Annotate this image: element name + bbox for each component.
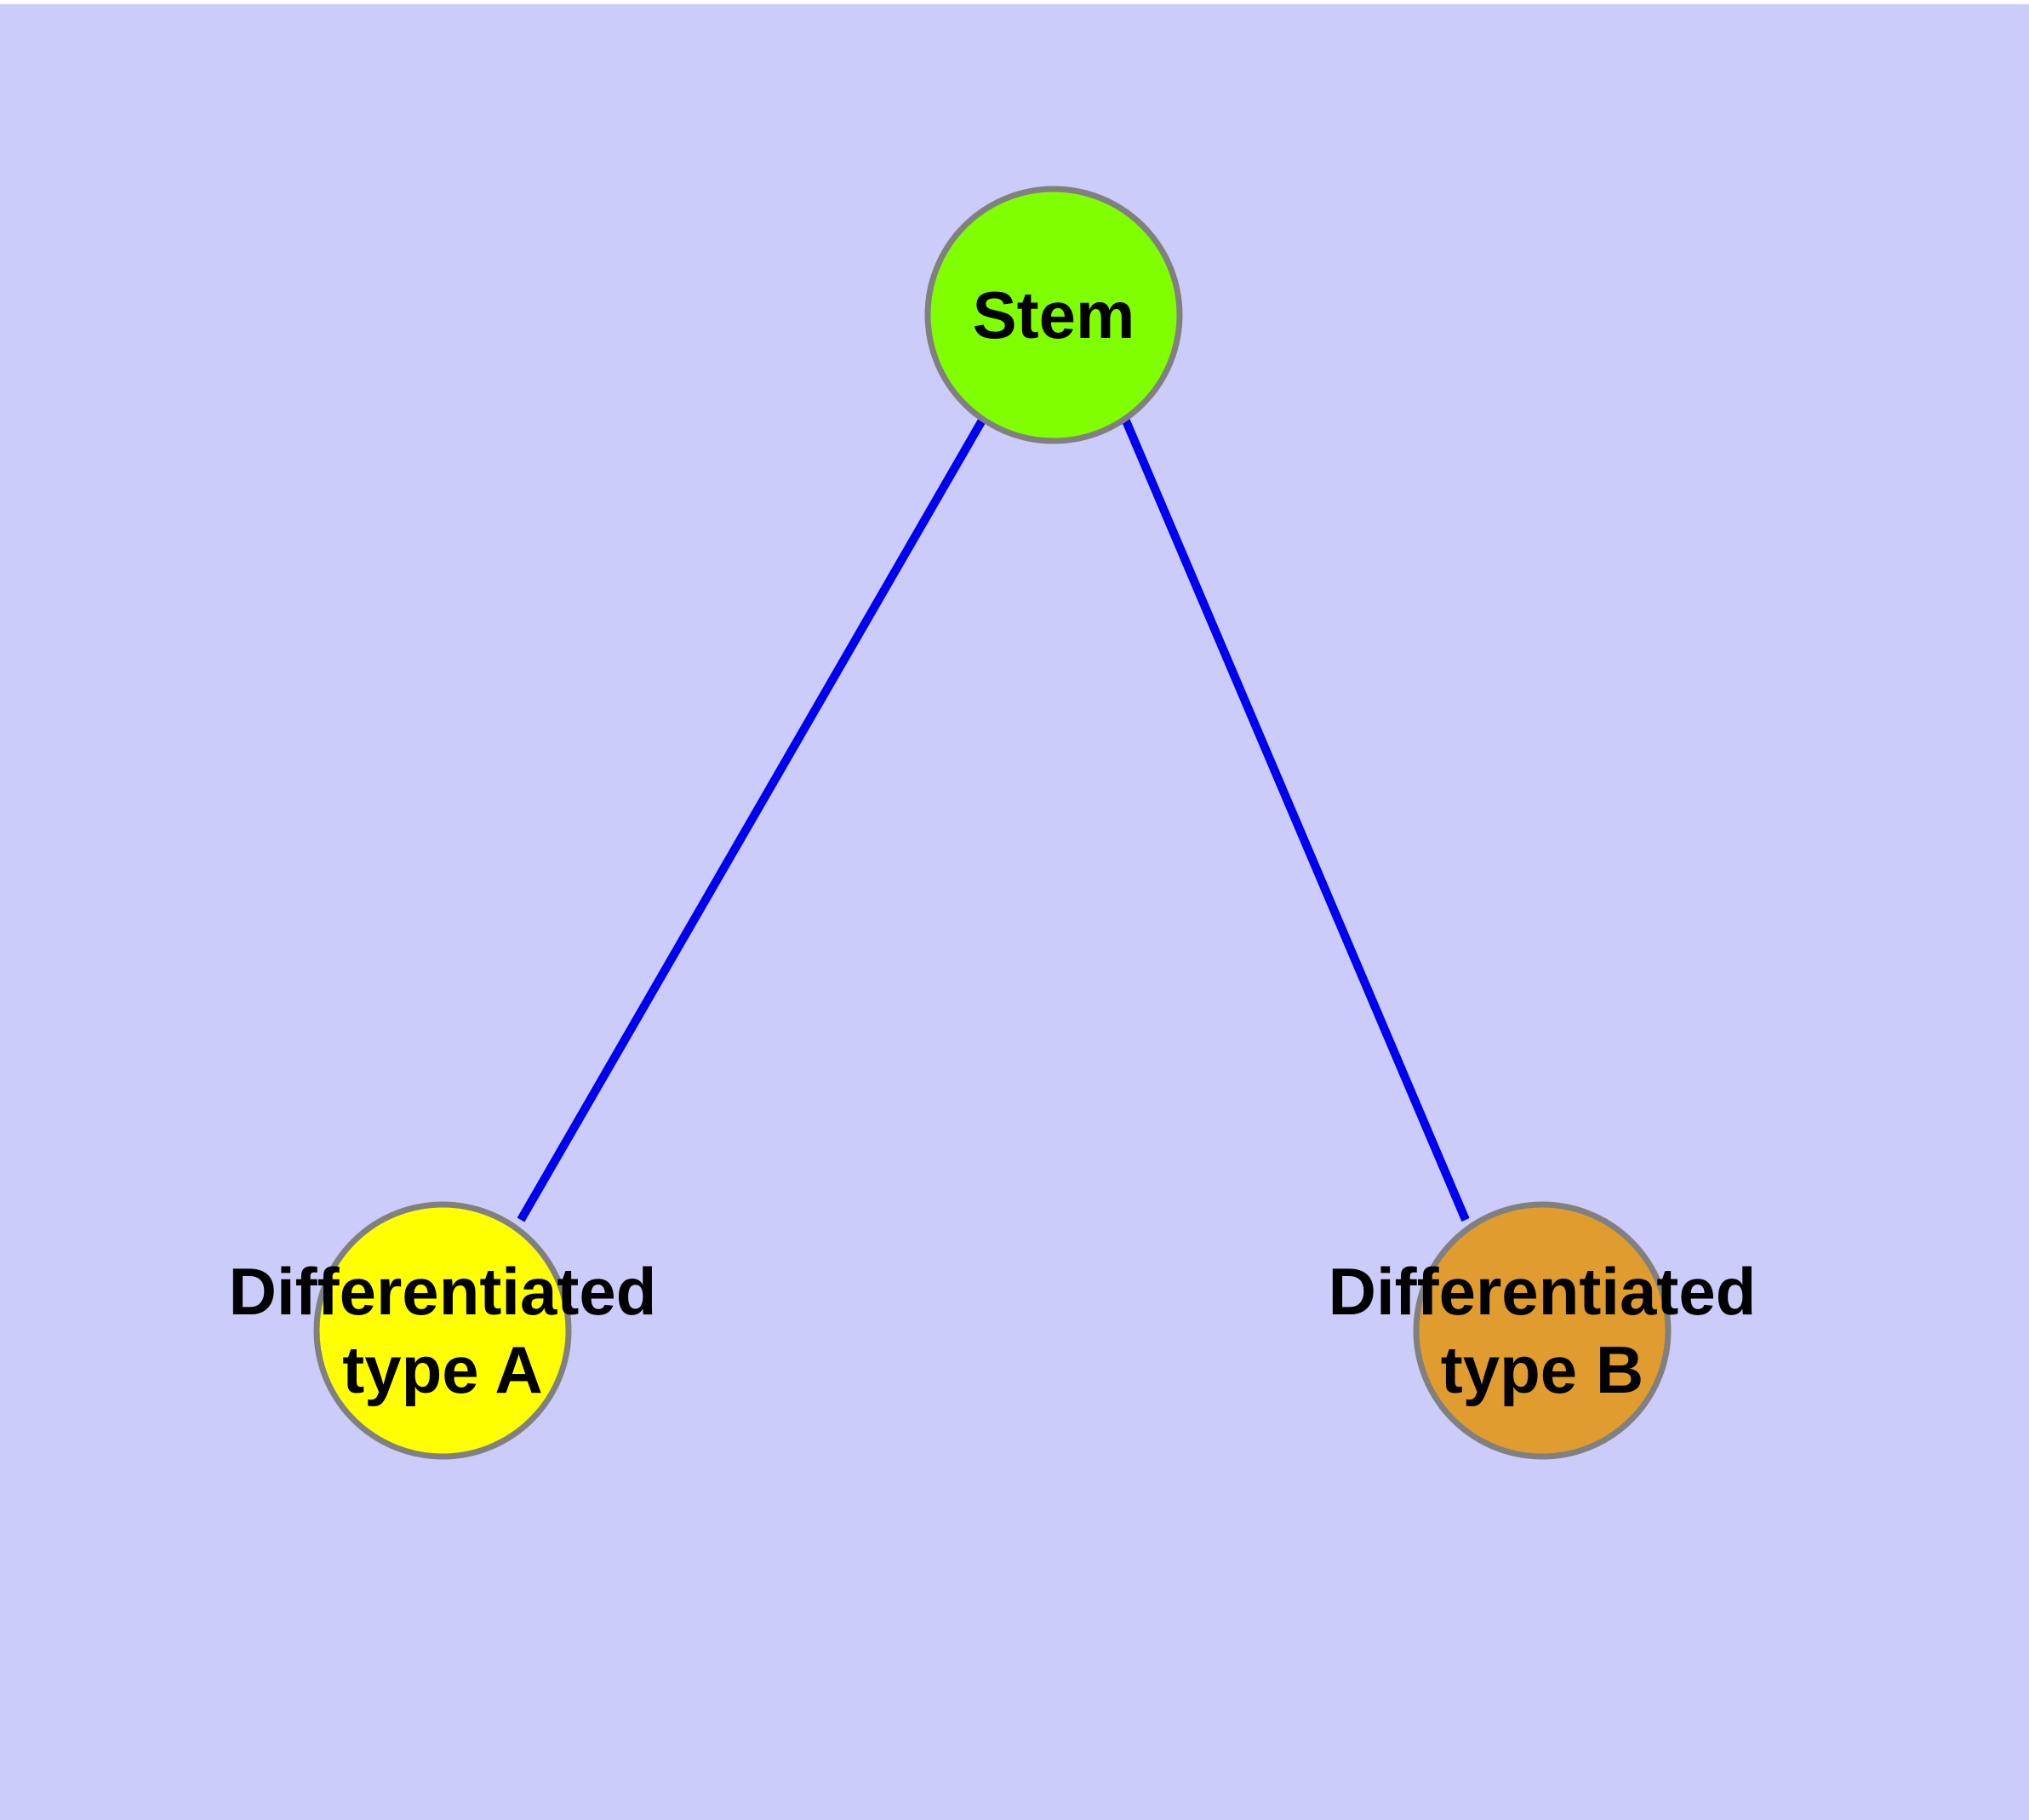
node-differentiated-type-b[interactable] <box>1413 1201 1672 1460</box>
edges-layer <box>517 416 1470 1222</box>
node-label-line: Differentiated <box>229 1254 657 1329</box>
node-label-line: Differentiated <box>1329 1254 1757 1329</box>
node-label-line: type B <box>1441 1332 1643 1407</box>
node-differentiated-type-a[interactable] <box>313 1201 572 1460</box>
nodes-layer <box>313 186 1672 1460</box>
node-label-stem: Stem <box>973 278 1135 352</box>
node-label-line: Stem <box>973 278 1135 352</box>
node-label-line: type A <box>342 1332 543 1407</box>
edge-stem-to-differentiated-type-a <box>517 416 987 1222</box>
node-stem[interactable] <box>924 186 1183 444</box>
edge-stem-to-differentiated-type-b <box>1121 417 1470 1222</box>
